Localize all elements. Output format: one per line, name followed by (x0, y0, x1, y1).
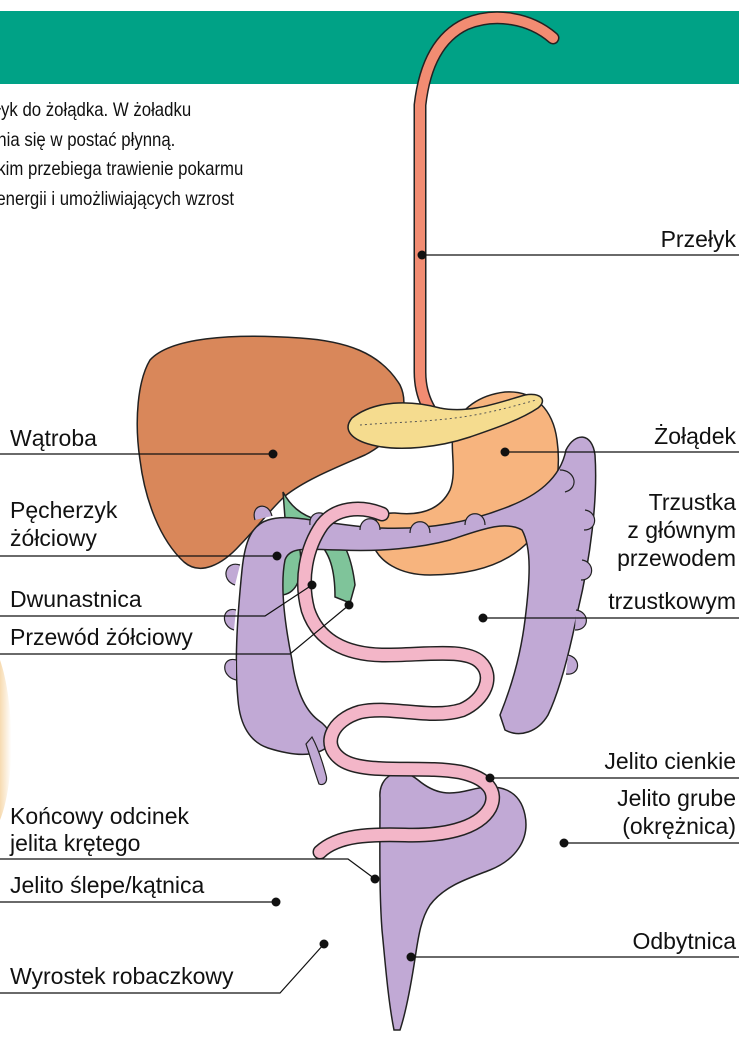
label-jelito-cienkie: Jelito cienkie (604, 748, 736, 774)
label-przewod-zolciowy: Przewód żółciowy (10, 624, 193, 650)
edge-glow (0, 660, 11, 820)
label-pecherzyk-line1: Pęcherzyk (10, 497, 118, 523)
label-trzustka-line4: trzustkowym (608, 588, 736, 614)
esophagus-organ (420, 18, 553, 438)
dot-przelyk (418, 251, 427, 260)
dot-jelito-slepe (272, 898, 281, 907)
dot-zoladek (501, 448, 510, 457)
dot-pecherzyk (273, 552, 282, 561)
label-dwunastnica: Dwunastnica (10, 586, 142, 612)
label-jelito-slepe: Jelito ślepe/kątnica (10, 872, 205, 898)
label-trzustka-line3: przewodem (617, 545, 736, 571)
label-trzustka-line1: Trzustka (649, 489, 737, 515)
dot-dwunastnica (308, 581, 317, 590)
label-koncowy-line2: jelita krętego (9, 830, 140, 856)
dot-trzustka (479, 614, 488, 623)
label-jelito-grube-line1: Jelito grube (617, 785, 736, 811)
label-koncowy-line1: Końcowy odcinek (10, 803, 189, 829)
label-watroba: Wątroba (10, 425, 97, 451)
dot-wyrostek (320, 940, 329, 949)
label-odbytnica: Odbytnica (632, 928, 736, 954)
dot-jelito-cienkie (486, 774, 495, 783)
rectum-organ (380, 773, 526, 1030)
label-wyrostek: Wyrostek robaczkowy (10, 963, 234, 989)
label-jelito-grube-line2: (okrężnica) (622, 813, 736, 839)
label-przelyk: Przełyk (661, 226, 737, 252)
label-pecherzyk-line2: żółciowy (10, 525, 97, 551)
dot-jelito-grube (560, 839, 569, 848)
label-trzustka-line2: z głównym (627, 517, 736, 543)
dot-koncowy (371, 875, 380, 884)
dot-przewod (345, 601, 354, 610)
dot-odbytnica (407, 953, 416, 962)
dot-watroba (269, 450, 278, 459)
label-zoladek: Żołądek (654, 423, 736, 449)
